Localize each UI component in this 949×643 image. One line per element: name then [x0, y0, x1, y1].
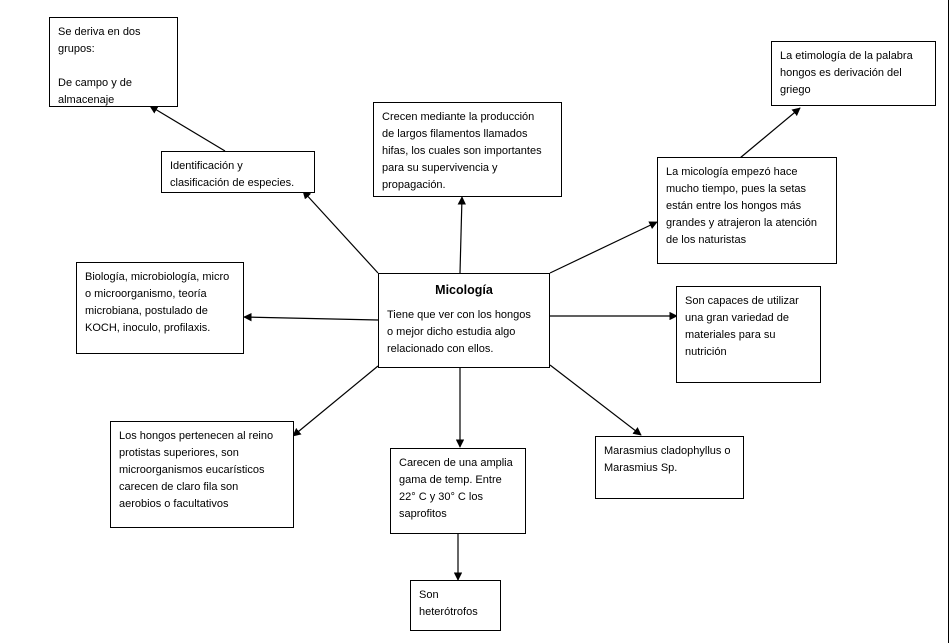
- node-etymology-text: La etimología de la palabra hongos es de…: [780, 50, 913, 96]
- node-etymology: La etimología de la palabra hongos es de…: [771, 41, 936, 106]
- node-identification-text: Identificación y clasificación de especi…: [170, 160, 295, 189]
- arrow-to-history: [549, 221, 658, 274]
- center-text: Tiene que ver con los hongos o mejor dic…: [387, 309, 531, 355]
- node-kingdom: Los hongos pertenecen al reino protistas…: [110, 421, 294, 528]
- node-heterotrophs: Son heterótrofos: [410, 580, 501, 631]
- node-hyphae-text: Crecen mediante la producción de largos …: [382, 111, 542, 191]
- node-biology-text: Biología, microbiología, micro o microor…: [85, 271, 230, 334]
- node-kingdom-text: Los hongos pertenecen al reino protistas…: [119, 430, 274, 510]
- node-species: Marasmius cladophyllus o Marasmius Sp.: [595, 436, 744, 499]
- center-title: Micología: [435, 283, 493, 297]
- node-groups-text: Se deriva en dos grupos: De campo y de a…: [58, 26, 141, 106]
- arrow-to-identification: [302, 190, 379, 274]
- arrow-to-kingdom: [292, 365, 379, 437]
- node-hyphae: Crecen mediante la producción de largos …: [373, 102, 562, 197]
- arrow-to-species: [549, 364, 642, 436]
- node-nutrition: Son capaces de utilizar una gran varieda…: [676, 286, 821, 383]
- node-center: Micología Tiene que ver con los hongos o…: [378, 273, 550, 368]
- node-identification: Identificación y clasificación de especi…: [161, 151, 315, 193]
- node-nutrition-text: Son capaces de utilizar una gran varieda…: [685, 295, 799, 358]
- node-history-text: La micología empezó hace mucho tiempo, p…: [666, 166, 818, 246]
- arrow-to-groups: [149, 105, 226, 152]
- node-groups: Se deriva en dos grupos: De campo y de a…: [49, 17, 178, 107]
- node-history: La micología empezó hace mucho tiempo, p…: [657, 157, 837, 264]
- arrow-to-biology: [243, 312, 379, 322]
- node-biology: Biología, microbiología, micro o microor…: [76, 262, 244, 354]
- node-species-text: Marasmius cladophyllus o Marasmius Sp.: [604, 445, 731, 474]
- node-heterotrophs-text: Son heterótrofos: [419, 589, 478, 618]
- node-temperature: Carecen de una amplia gama de temp. Entr…: [390, 448, 526, 534]
- arrow-to-etymology: [739, 107, 801, 159]
- arrow-to-hyphae: [457, 196, 466, 274]
- node-temperature-text: Carecen de una amplia gama de temp. Entr…: [399, 457, 513, 520]
